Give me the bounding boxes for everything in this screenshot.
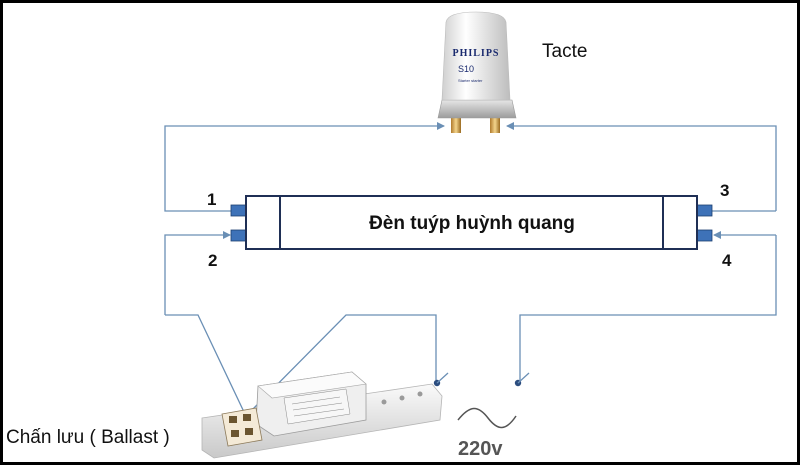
terminal-block: [221, 407, 263, 447]
pin-2: [230, 229, 248, 242]
starter-label: Tacte: [542, 41, 587, 62]
terminal-screw-4: [245, 428, 253, 435]
starter-pin-right: [490, 117, 500, 133]
ac-symbol-icon: [457, 407, 517, 429]
starter-base: [437, 99, 517, 119]
bracket-hole-1: [381, 399, 387, 405]
ballast-label: Chấn lưu ( Ballast ): [6, 427, 170, 448]
starter-subtitle: Starter starter: [458, 78, 483, 83]
mains-contacts: [433, 372, 530, 387]
sticker-line-1: [291, 396, 341, 405]
pin-4: [695, 229, 713, 242]
pin-3-label: 3: [720, 181, 729, 200]
switch-left: [436, 372, 449, 384]
wire-starter-pin3: [506, 122, 777, 211]
pin-2-label: 2: [208, 251, 217, 270]
wire-pin2-ballast: [164, 231, 231, 315]
ballast: [201, 371, 443, 459]
starter-model: S10: [458, 64, 474, 74]
bracket-hole-2: [399, 395, 405, 401]
fluorescent-tube: Đèn tuýp huỳnh quang: [230, 195, 713, 250]
pin-3: [695, 204, 713, 217]
sticker-line-3: [293, 408, 345, 417]
tube-body: [245, 195, 698, 250]
pin-1-label: 1: [207, 190, 216, 209]
wire-pin1-starter: [164, 122, 445, 212]
wire-ballast-mains: [249, 314, 437, 413]
wire-ballast-feed: [165, 314, 245, 413]
pin-4-label: 4: [722, 251, 732, 270]
starter-pin-left: [451, 117, 461, 133]
starter-brand: PHILIPS: [452, 48, 499, 59]
voltage-label: 220v: [458, 438, 503, 460]
starter-tacte: PHILIPS S10 Starter starter: [437, 11, 517, 133]
wire-pin4-mains: [519, 235, 777, 380]
terminal-screw-3: [231, 430, 239, 437]
bracket-hole-3: [417, 391, 423, 397]
terminal-screw-1: [229, 416, 237, 423]
tube-label: Đèn tuýp huỳnh quang: [369, 213, 575, 234]
switch-right: [517, 372, 530, 384]
sticker-line-2: [292, 402, 343, 411]
ballast-housing-top: [257, 371, 367, 399]
terminal-screw-2: [243, 414, 251, 421]
pin-1: [230, 204, 248, 217]
wires: [164, 122, 777, 413]
starter-cap: [441, 11, 511, 101]
